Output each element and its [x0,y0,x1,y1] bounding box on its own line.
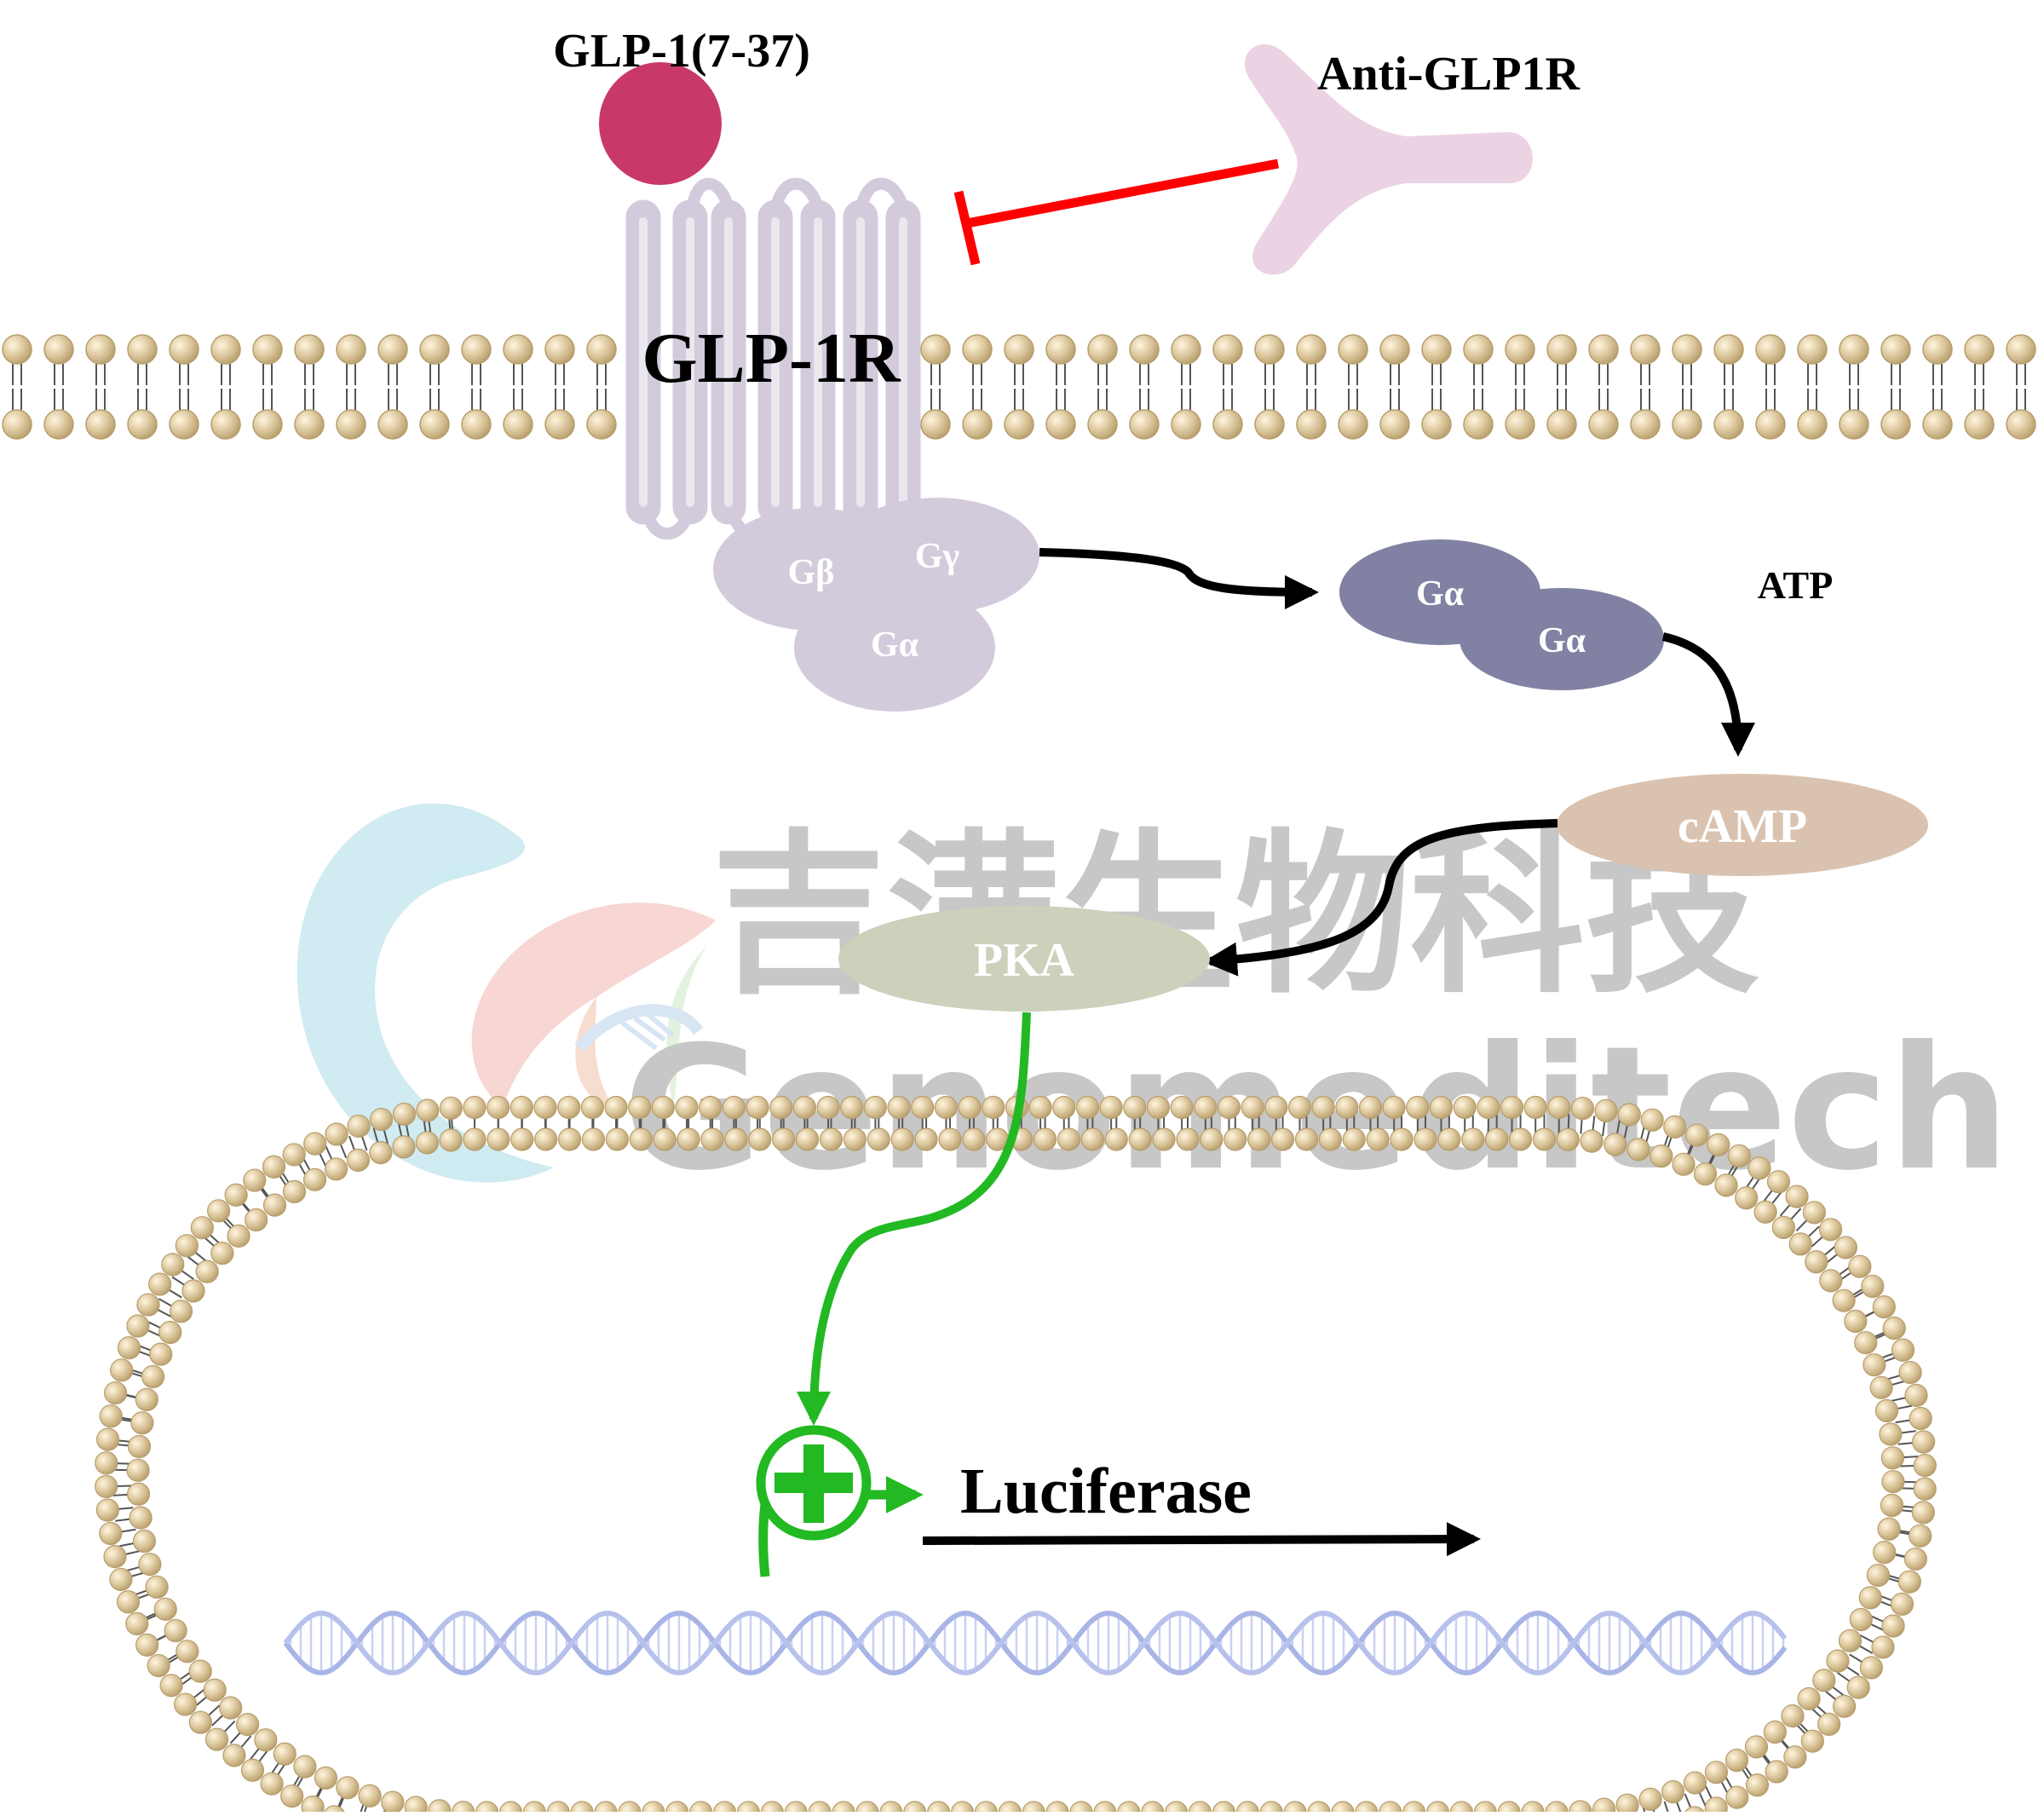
receptor-label: GLP-1R [642,319,901,398]
g-beta-label: Gβ [788,553,835,592]
transcription-arrow [923,1539,1474,1541]
arrow-to-camp [1663,637,1738,750]
luciferase-label: Luciferase [960,1456,1252,1527]
promoter-activation [761,1430,916,1577]
glp1-ligand [599,62,722,185]
antibody-label: Anti-GLP1R [1317,48,1581,101]
g-gamma-label: Gγ [915,537,960,576]
plasma-membrane [3,335,2035,439]
arrow-to-galpha [1039,552,1312,592]
dna-helix [285,1613,1785,1673]
ligand-label: GLP-1(7-37) [553,25,810,78]
g-alpha-free-label-2: Gα [1538,621,1586,660]
inhibition-bar [959,164,1278,264]
g-alpha-label: Gα [871,626,919,665]
atp-label: ATP [1758,563,1834,607]
camp-label: cAMP [1678,800,1807,853]
g-protein-complex [713,498,1039,712]
pka-label: PKA [974,934,1075,987]
g-alpha-free-label-1: Gα [1416,574,1465,614]
